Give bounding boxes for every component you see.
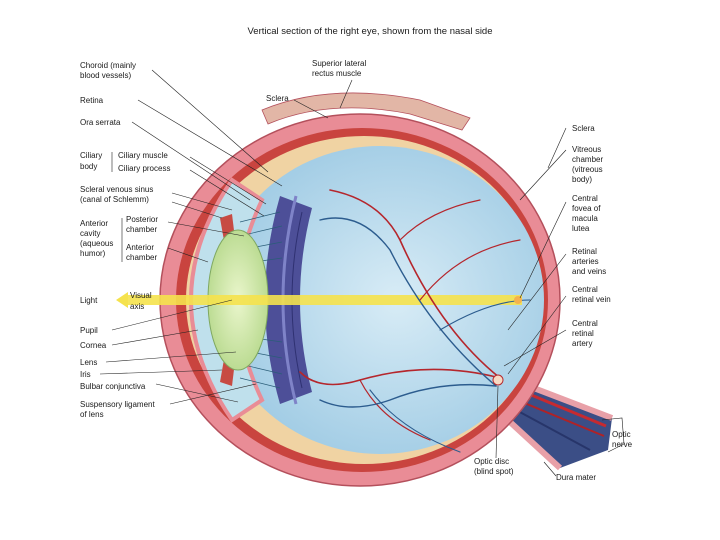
label-ora-serrata: Ora serrata [80,118,121,127]
label-central-fovea: Central fovea of macula lutea [572,194,603,233]
label-optic-disc: Optic disc (blind spot) [474,457,514,476]
label-cornea: Cornea [80,341,107,350]
eye-illustration [116,92,625,487]
label-light: Light [80,296,98,305]
label-anterior-chamber: Anterior chamber [126,243,157,262]
label-central-retinal-vein: Central retinal vein [572,285,611,304]
label-lens: Lens [80,358,97,367]
label-choroid: Choroid (mainly blood vessels) [80,61,138,80]
fovea-marker [514,296,522,304]
label-bulbar-conjunctiva: Bulbar conjunctiva [80,382,146,391]
optic-disc-marker [492,374,504,386]
label-ciliary-body: Ciliary body [80,151,104,171]
label-dura-mater: Dura mater [556,473,596,482]
visual-axis-beam [128,295,522,305]
label-scleral-venous-sinus: Scleral venous sinus (canal of Schlemm) [80,185,156,204]
light-arrow [116,292,128,308]
label-pupil: Pupil [80,326,98,335]
diagram-title: Vertical section of the right eye, shown… [247,26,492,37]
label-vitreous-chamber: Vitreous chamber (vitreous body) [572,145,605,184]
label-suspensory-ligament: Suspensory ligament of lens [80,400,157,419]
rectus-muscle-shape [261,92,471,131]
label-sclera-right: Sclera [572,124,595,133]
label-central-retinal-artery: Central retinal artery [572,319,600,348]
label-ciliary-muscle: Ciliary muscle [118,151,168,160]
label-sclera-top: Sclera [266,94,289,103]
label-retinal-arteries: Retinal arteries and veins [572,247,606,276]
retinal-vessels [299,189,531,453]
label-optic-nerve: Optic nerve [612,430,633,449]
label-ciliary-process: Ciliary process [118,164,170,173]
leader-lines [99,69,567,477]
label-iris: Iris [80,370,91,379]
label-superior-rectus: Superior lateral rectus muscle [312,59,368,78]
label-retina: Retina [80,96,104,105]
label-visual-axis: Visual axis [130,291,154,311]
label-posterior-chamber: Posterior chamber [126,215,160,234]
label-anterior-cavity: Anterior cavity (aqueous humor) [80,219,116,258]
